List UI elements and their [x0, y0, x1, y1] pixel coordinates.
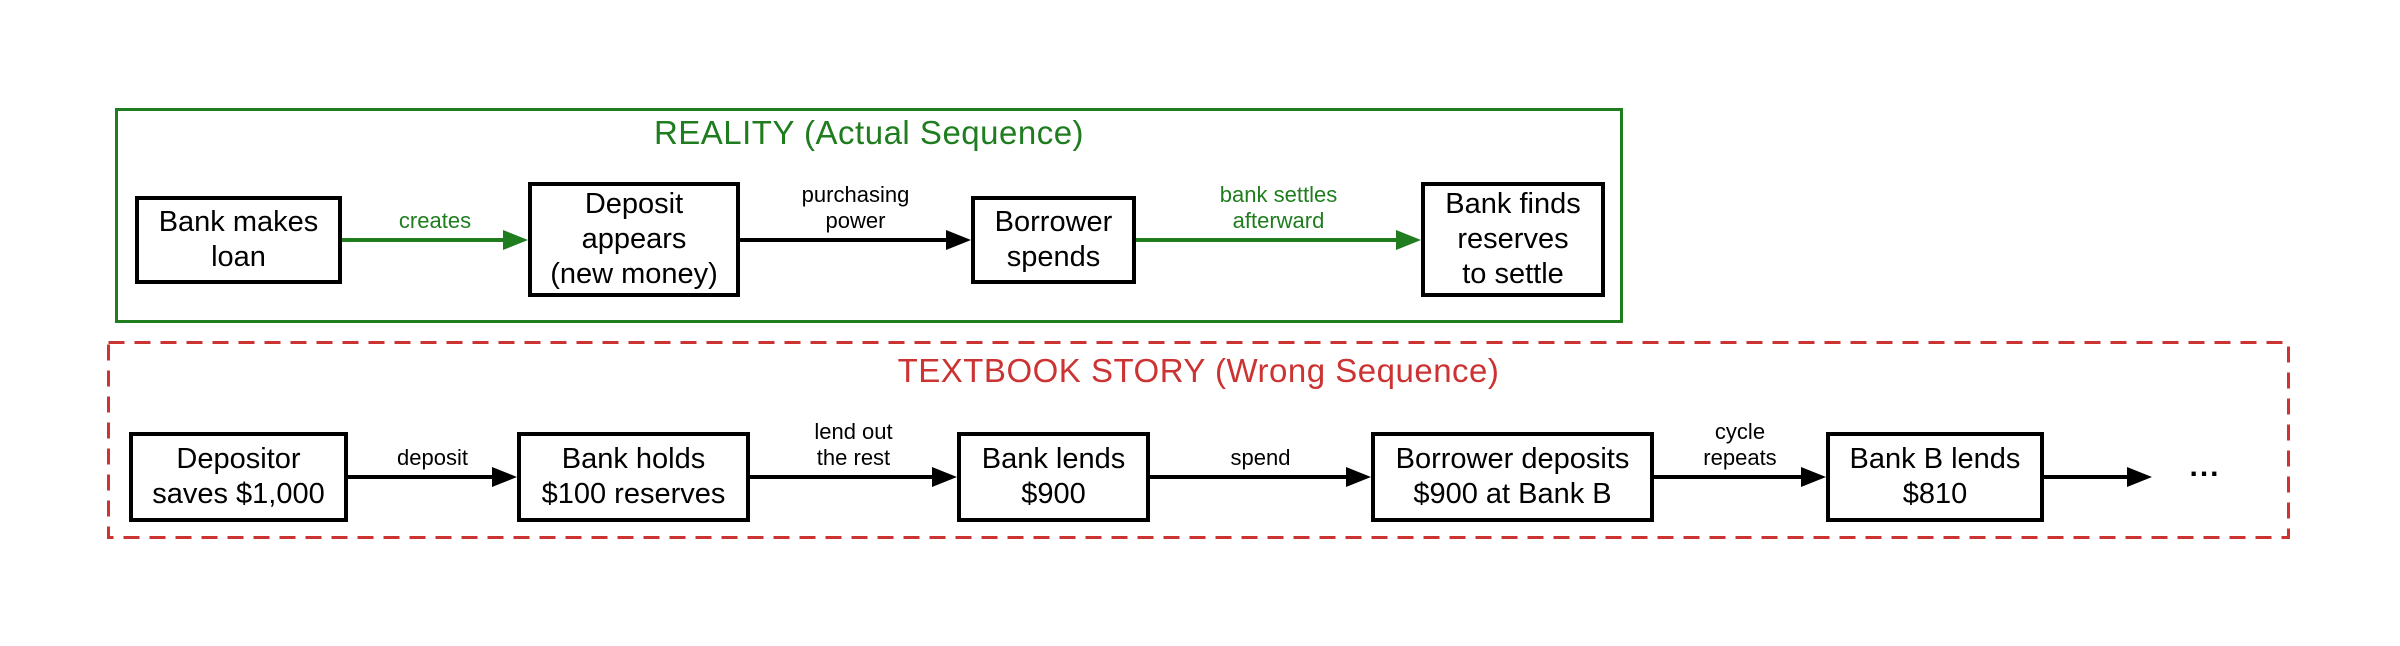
- node-borrower-spends: Borrower spends: [971, 196, 1136, 284]
- arrowhead-icon: [1396, 230, 1421, 250]
- arrowhead-icon: [1346, 467, 1371, 487]
- arrowhead-icon: [503, 230, 528, 250]
- arrow-label: bank settles afterward: [1219, 182, 1338, 234]
- arrow-line: [1150, 475, 1351, 479]
- arrowhead-icon: [1801, 467, 1826, 487]
- node-bank-finds-reserves: Bank finds reserves to settle: [1421, 182, 1605, 297]
- textbook-panel-title: TEXTBOOK STORY (Wrong Sequence): [897, 352, 1500, 389]
- arrow-line: [1136, 238, 1401, 242]
- node-bank-makes-loan: Bank makes loan: [135, 196, 342, 284]
- arrowhead-icon: [492, 467, 517, 487]
- arrow-label: lend out the rest: [814, 419, 893, 471]
- arrow-line: [750, 475, 937, 479]
- arrow-lend-out-rest: lend out the rest: [750, 419, 957, 487]
- arrow-bank-settles: bank settles afterward: [1136, 182, 1421, 250]
- node-bank-lends-900: Bank lends $900: [957, 432, 1150, 522]
- arrow-line: [342, 238, 508, 242]
- arrow-purchasing-power: purchasing power: [740, 182, 971, 250]
- arrow-label: deposit: [397, 445, 468, 471]
- arrow-label: spend: [1230, 445, 1291, 471]
- arrow-continues: [2044, 467, 2152, 487]
- arrow-line: [740, 238, 951, 242]
- arrowhead-icon: [2127, 467, 2152, 487]
- reality-panel-title: REALITY (Actual Sequence): [653, 114, 1085, 151]
- arrow-label: creates: [398, 208, 472, 234]
- node-bank-holds-reserves: Bank holds $100 reserves: [517, 432, 750, 522]
- arrow-line: [1654, 475, 1806, 479]
- arrow-line: [348, 475, 497, 479]
- arrow-deposit: deposit: [348, 445, 517, 487]
- node-deposit-appears: Deposit appears (new money): [528, 182, 740, 297]
- arrow-label: cycle repeats: [1703, 419, 1777, 471]
- arrow-line: [2044, 475, 2132, 479]
- arrowhead-icon: [932, 467, 957, 487]
- node-depositor-saves: Depositor saves $1,000: [129, 432, 348, 522]
- continuation-ellipsis: ...: [2189, 450, 2221, 483]
- node-borrower-deposits: Borrower deposits $900 at Bank B: [1371, 432, 1654, 522]
- node-bank-b-lends: Bank B lends $810: [1826, 432, 2044, 522]
- arrow-cycle-repeats: cycle repeats: [1654, 419, 1826, 487]
- arrow-spend: spend: [1150, 445, 1371, 487]
- arrowhead-icon: [946, 230, 971, 250]
- arrow-label: purchasing power: [801, 182, 910, 234]
- arrow-creates: creates: [342, 208, 528, 250]
